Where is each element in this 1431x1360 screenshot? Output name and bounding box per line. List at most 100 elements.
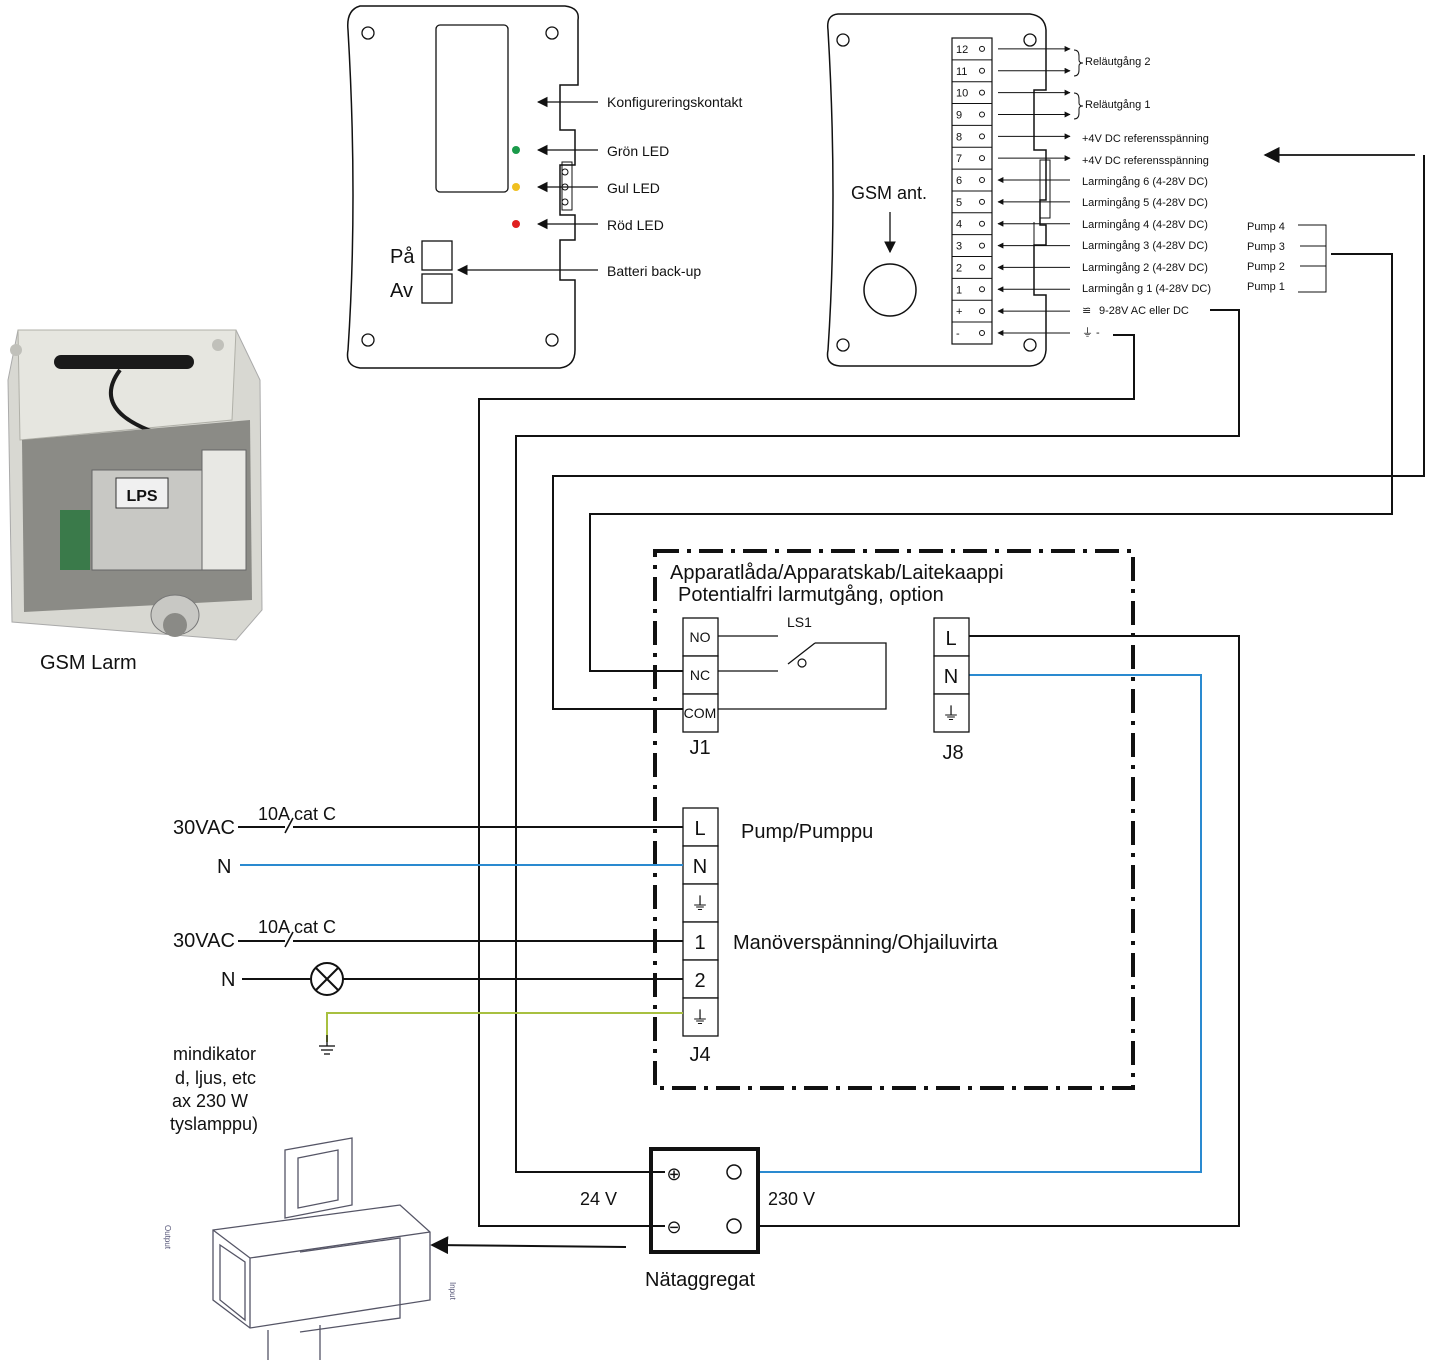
indicator-text-4: tyslamppu)	[170, 1114, 258, 1134]
battery-label: Batteri back-up	[607, 263, 701, 279]
input-label: Input	[448, 1282, 457, 1301]
pump-2-label: Pump 2	[1247, 261, 1285, 273]
line2-neutral: N	[221, 969, 235, 991]
minus-terminal-icon: ⊖	[666, 1217, 681, 1237]
power-supply-arrow	[430, 1236, 627, 1255]
terminal-2-label: 11	[956, 66, 967, 78]
j4-2: 2	[694, 970, 705, 992]
line1-voltage: 30VAC	[173, 817, 235, 839]
terminal-10-label: 3	[956, 241, 962, 253]
control-voltage-label: Manöverspänning/Ohjailuvirta	[733, 932, 998, 954]
alarm-input-5-label: Larmingång 5 (4-28V DC)	[1082, 197, 1208, 209]
indicator-text-1: mindikator	[173, 1044, 256, 1064]
green-led-label: Grön LED	[607, 143, 669, 159]
terminal-6-label: 7	[956, 153, 962, 165]
antenna-connector-icon	[863, 263, 917, 317]
terminal-screw-icon	[979, 242, 985, 249]
indicator-text-3: ax 230 W	[172, 1091, 248, 1111]
pump-3-label: Pump 3	[1247, 241, 1285, 253]
option-label: Potentialfri larmutgång, option	[678, 584, 944, 606]
alarm-input-1-label: Larmingån g 1 (4-28V DC)	[1082, 283, 1211, 295]
ac-dc-symbol: ≌	[1082, 305, 1091, 317]
j1-nc: NC	[690, 667, 710, 683]
terminal-screw-icon	[979, 89, 985, 96]
battery-off-label: Av	[390, 280, 413, 302]
terminal-11-label: 2	[956, 262, 962, 274]
j8-label: J8	[942, 742, 963, 764]
j4-1: 1	[694, 932, 705, 954]
alarm-input-6-label: Larmingång 6 (4-28V DC)	[1082, 176, 1208, 188]
terminal-screw-icon	[979, 286, 985, 293]
terminal-9-label: 4	[956, 219, 962, 231]
supply-lines: 30VAC 10A cat C N 30VAC 10A cat C N mind…	[170, 804, 683, 1134]
ref-voltage-7-label: +4V DC referensspänning	[1082, 155, 1209, 167]
plus-terminal-icon: ⊕	[666, 1164, 681, 1184]
config-connector-label: Konfigureringskontakt	[607, 94, 743, 110]
terminal-1-label: 12	[956, 44, 968, 56]
j4-n: N	[693, 856, 707, 878]
red-led-label: Röd LED	[607, 217, 664, 233]
terminal-7-label: 6	[956, 175, 962, 187]
ls1-label: LS1	[787, 614, 812, 630]
terminal-screw-icon	[979, 67, 985, 74]
din-rail-psu-image: Output Input	[163, 1137, 457, 1360]
pump-4-label: Pump 4	[1247, 221, 1285, 233]
terminal-screw-icon	[979, 133, 985, 140]
j4-earth-1: ⏚	[691, 894, 709, 914]
terminal-screw-icon	[979, 45, 985, 52]
terminal-14-label: -	[956, 328, 960, 340]
indicator-text-2: d, ljus, etc	[175, 1068, 256, 1088]
terminal-8-label: 5	[956, 197, 962, 209]
high-voltage-label: 230 V	[768, 1189, 815, 1209]
j1-no: NO	[690, 629, 711, 645]
config-connector	[435, 24, 509, 193]
yellow-led-label: Gul LED	[607, 180, 660, 196]
alarm-input-4-label: Larmingång 4 (4-28V DC)	[1082, 219, 1208, 231]
output-label: Output	[163, 1225, 172, 1250]
terminal-screw-icon	[979, 111, 985, 118]
pump-1-label: Pump 1	[1247, 281, 1285, 293]
supply-plus-label: 9-28V AC eller DC	[1099, 305, 1189, 317]
battery-on-label: På	[390, 246, 415, 268]
terminal-screw-icon	[979, 177, 985, 184]
line2-breaker: 10A cat C	[258, 917, 336, 937]
terminal-screw-icon	[979, 155, 985, 162]
green-led-icon	[512, 146, 520, 154]
equipment-cabinet: Apparatlåda/Apparatskab/Laitekaappi Pote…	[653, 549, 1135, 1090]
red-led-icon	[512, 220, 520, 228]
power-supply-label: Nätaggregat	[645, 1269, 756, 1291]
j8-n: N	[944, 666, 958, 688]
j1-com: COM	[684, 705, 717, 721]
gsm-alarm-photo: LPS GSM Larm	[7, 329, 263, 674]
terminal-5-label: 8	[956, 131, 962, 143]
earth-symbol-icon	[319, 1035, 335, 1055]
terminal-12-label: 1	[956, 284, 962, 296]
j8-earth: ⏚	[942, 704, 960, 724]
terminal-3-label: 10	[956, 88, 968, 100]
terminal-screw-icon	[979, 329, 985, 336]
gsm-alarm-label: GSM Larm	[40, 652, 137, 674]
terminal-screw-icon	[979, 198, 985, 205]
yellow-led-icon	[512, 183, 520, 191]
terminal-screw-icon	[979, 220, 985, 227]
neutral-wire	[746, 674, 1202, 1173]
j4-l: L	[694, 818, 705, 840]
line1-neutral: N	[217, 856, 231, 878]
terminal-screw-icon	[979, 308, 985, 315]
line2-voltage: 30VAC	[173, 930, 235, 952]
ref-voltage-8-label: +4V DC referensspänning	[1082, 133, 1209, 145]
alarm-input-2-label: Larmingång 2 (4-28V DC)	[1082, 262, 1208, 274]
j4-label: J4	[689, 1044, 710, 1066]
j1-label: J1	[689, 737, 710, 759]
gsm-antenna-label: GSM ant.	[851, 183, 927, 203]
power-supply: ⊕ ⊖ 24 V 230 V Nätaggregat	[580, 1147, 815, 1291]
alarm-input-3-label: Larmingång 3 (4-28V DC)	[1082, 240, 1208, 252]
wires	[478, 155, 1425, 1227]
line1-breaker: 10A cat C	[258, 804, 336, 824]
terminal-4-label: 9	[956, 109, 962, 121]
battery-on-switch	[421, 240, 453, 271]
relay-2-label: Reläutgång 2	[1085, 56, 1150, 68]
j4-earth-2: ⏚	[691, 1008, 709, 1028]
